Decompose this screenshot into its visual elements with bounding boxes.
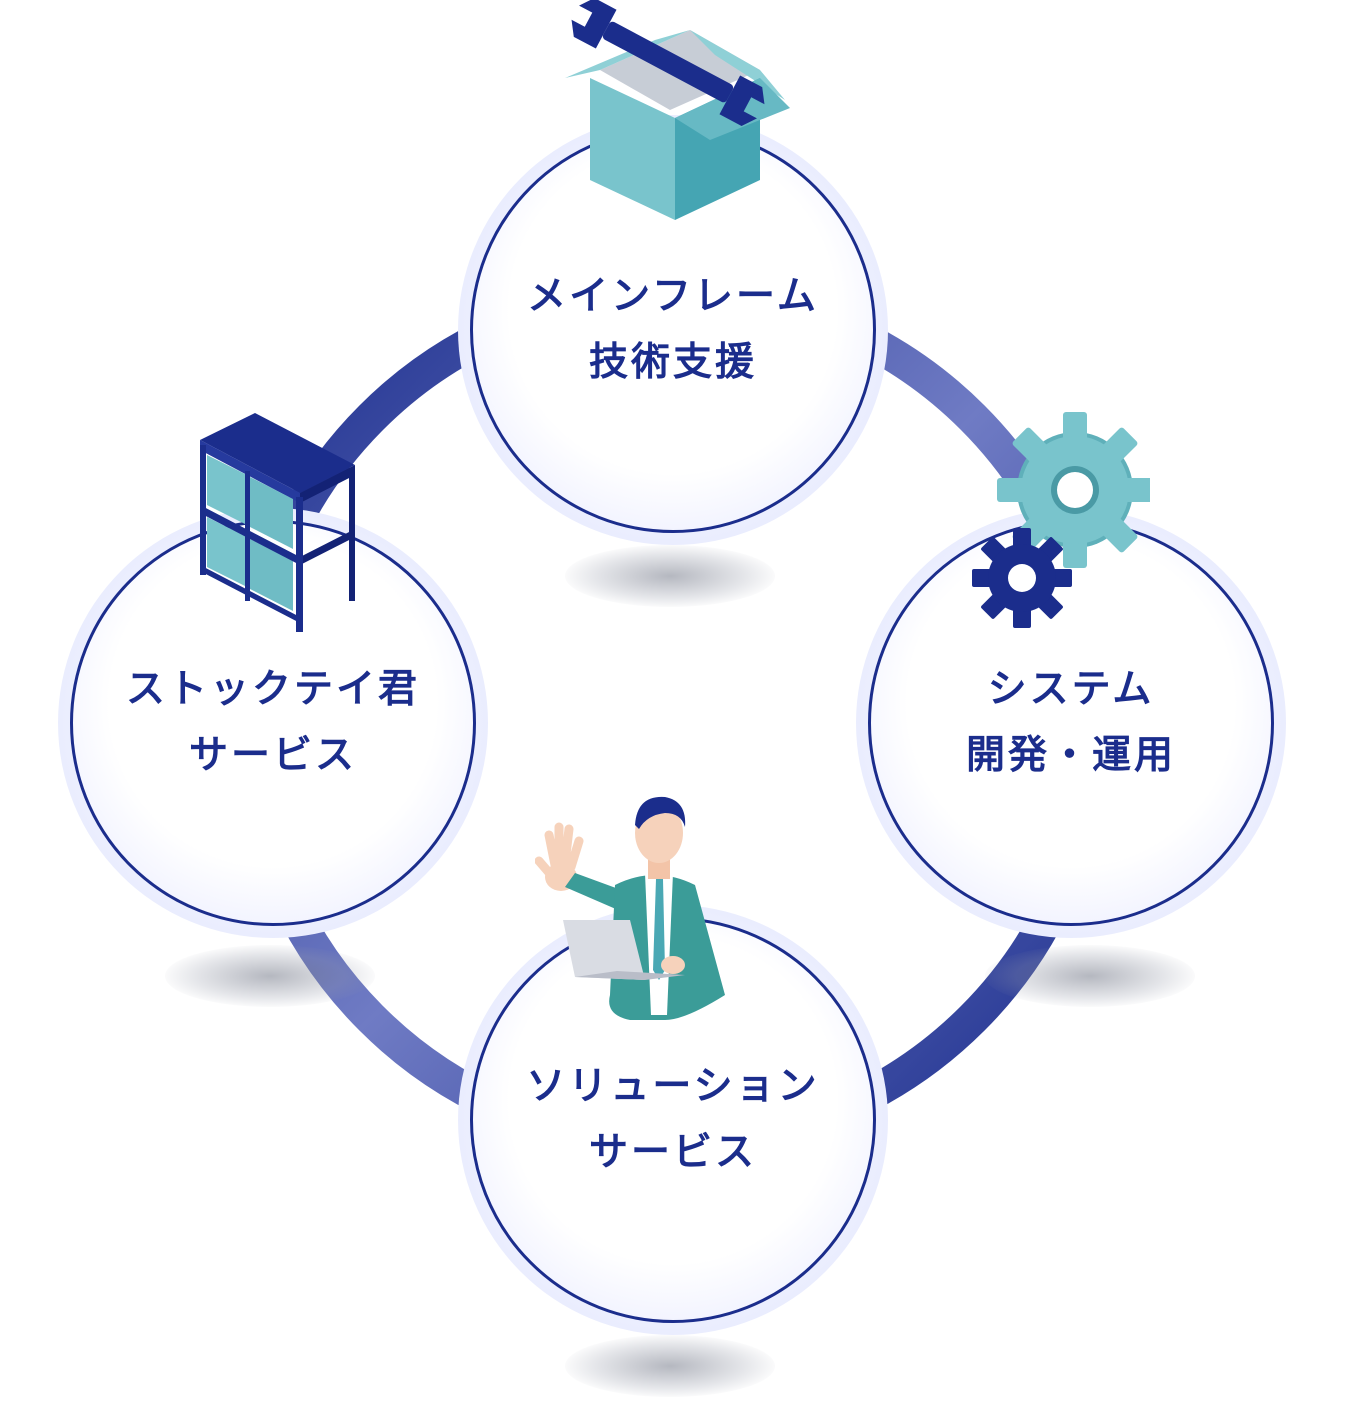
node-title-line2: サービス: [188, 733, 357, 778]
node-title-line2: 開発・運用: [965, 733, 1176, 778]
shelf-icon: [200, 413, 355, 632]
shadow-stocktei: [165, 945, 375, 1007]
shadow-solution: [565, 1335, 775, 1397]
gears-icon: [972, 412, 1150, 628]
node-title-line1: ストックテイ君: [125, 667, 420, 712]
shadow-mainframe: [565, 545, 775, 607]
node-title-line1: システム: [987, 667, 1155, 712]
businessman-laptop-icon: [535, 796, 725, 1020]
node-solution: ソリューション サービス: [458, 905, 888, 1335]
node-stocktei: ストックテイ君 サービス: [58, 508, 488, 938]
node-title-line2: 技術支援: [588, 340, 757, 385]
node-title-line1: ソリューション: [526, 1064, 820, 1109]
toolbox-wrench-icon: [565, 0, 790, 220]
node-system: システム 開発・運用: [856, 508, 1286, 938]
shadow-system: [985, 945, 1195, 1007]
node-disc: システム 開発・運用: [868, 520, 1274, 926]
node-title-line1: メインフレーム: [527, 274, 819, 319]
node-title-line2: サービス: [588, 1130, 757, 1175]
